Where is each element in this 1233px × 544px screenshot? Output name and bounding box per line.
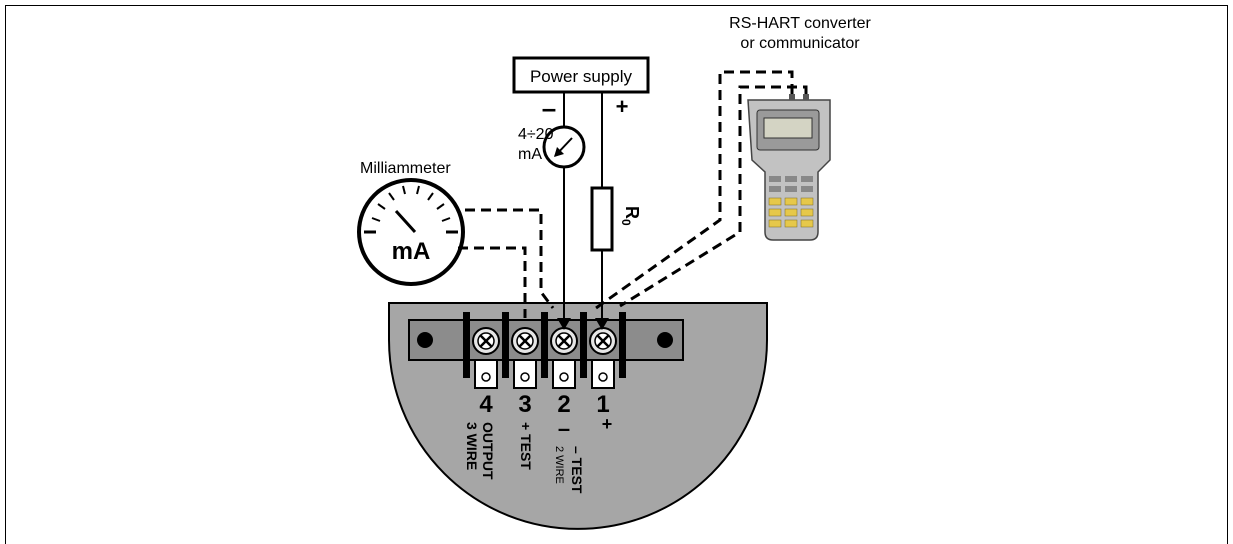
milliammeter-unit: mA <box>392 238 431 265</box>
terminal-lugs <box>474 359 615 389</box>
terminal-1-sign: + <box>602 414 613 434</box>
power-supply-label: Power supply <box>530 67 633 86</box>
milliammeter-scale <box>371 185 451 222</box>
converter-label-line2: or communicator <box>740 35 860 52</box>
milliammeter-needle <box>394 209 417 234</box>
terminal-2-label-2wire: 2 WIRE <box>553 446 565 484</box>
terminal-3-number: 3 <box>518 391 531 418</box>
wire-arrow-terminal-1 <box>595 318 609 330</box>
wire-arrow-terminal-2 <box>557 318 571 330</box>
mounting-hole-right <box>657 332 673 348</box>
diagram-border <box>5 5 1228 544</box>
power-supply-box <box>512 56 650 94</box>
current-source-arrowhead <box>554 147 564 157</box>
terminal-3-label-test: + TEST <box>518 422 534 470</box>
terminal-2-label-test: – TEST <box>569 446 585 494</box>
milliammeter-title: Milliammeter <box>360 160 451 177</box>
terminal-4-number: 4 <box>479 391 493 418</box>
screw-4-icon <box>472 327 500 355</box>
terminal-1-number: 1 <box>596 391 609 418</box>
power-supply-minus: – <box>542 93 556 123</box>
hart-lead-1 <box>595 70 794 310</box>
mounting-hole-left <box>417 332 433 348</box>
terminal-2-number: 2 <box>557 391 570 418</box>
terminal-2-sign: – <box>558 416 570 441</box>
current-range-value: 4÷20 <box>518 126 554 143</box>
screw-3-icon <box>511 327 539 355</box>
terminal-4-label-output: OUTPUT <box>480 422 496 480</box>
hart-lead-2 <box>619 85 808 308</box>
milliammeter-icon <box>357 178 465 286</box>
meter-lead-to-terminal-2 <box>465 208 555 309</box>
meter-lead-to-terminal-3 <box>458 246 527 318</box>
load-resistor <box>590 186 614 252</box>
converter-label-line1: RS-HART converter <box>729 15 871 32</box>
screw-2-icon <box>550 327 578 355</box>
terminal-separators <box>463 312 626 378</box>
current-range-unit: mA <box>518 146 542 163</box>
resistor-label: R0 <box>619 206 642 226</box>
terminal-4-label-3wire: 3 WIRE <box>464 422 480 470</box>
screw-1-icon <box>589 327 617 355</box>
power-supply-plus: + <box>616 94 629 119</box>
communicator-icon <box>747 94 831 241</box>
